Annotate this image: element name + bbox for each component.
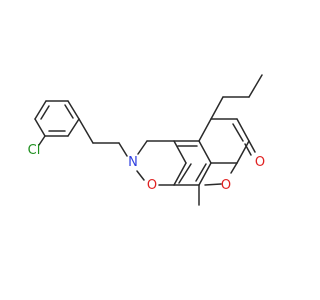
bond — [232, 123, 244, 142]
bond — [236, 140, 250, 164]
bond — [137, 140, 148, 155]
bond — [38, 135, 46, 146]
atom-label-oxygen-pyran: O — [221, 178, 231, 193]
bond — [248, 74, 263, 98]
bond — [173, 140, 187, 164]
bonds — [34, 74, 263, 206]
bond — [34, 118, 46, 137]
bond — [178, 163, 192, 184]
bond — [64, 104, 74, 119]
bond — [198, 140, 212, 164]
bond — [136, 170, 145, 181]
bond — [198, 118, 212, 142]
bond — [67, 118, 80, 137]
molecule-structure: Cl N O O O — [28, 74, 265, 206]
atom-label-oxygen-ring: O — [147, 178, 157, 193]
bond — [78, 118, 94, 144]
atom-label-nitrogen: N — [128, 155, 138, 170]
bond — [210, 96, 224, 120]
bond — [67, 100, 80, 120]
bond — [244, 143, 252, 156]
atom-label-chlorine: Cl — [28, 143, 41, 158]
bond — [230, 162, 238, 174]
bond — [173, 162, 187, 186]
atom-labels: Cl N O O O — [28, 143, 265, 193]
bond — [40, 105, 50, 120]
molecule-canvas: Cl N O O O — [27, 74, 266, 206]
bond — [198, 162, 212, 186]
bond — [195, 163, 207, 182]
bond — [34, 100, 47, 120]
bond — [204, 183, 222, 186]
bond — [248, 140, 256, 153]
atom-label-oxygen-carbonyl: O — [255, 155, 265, 170]
bond — [118, 142, 128, 157]
bond — [236, 118, 250, 142]
